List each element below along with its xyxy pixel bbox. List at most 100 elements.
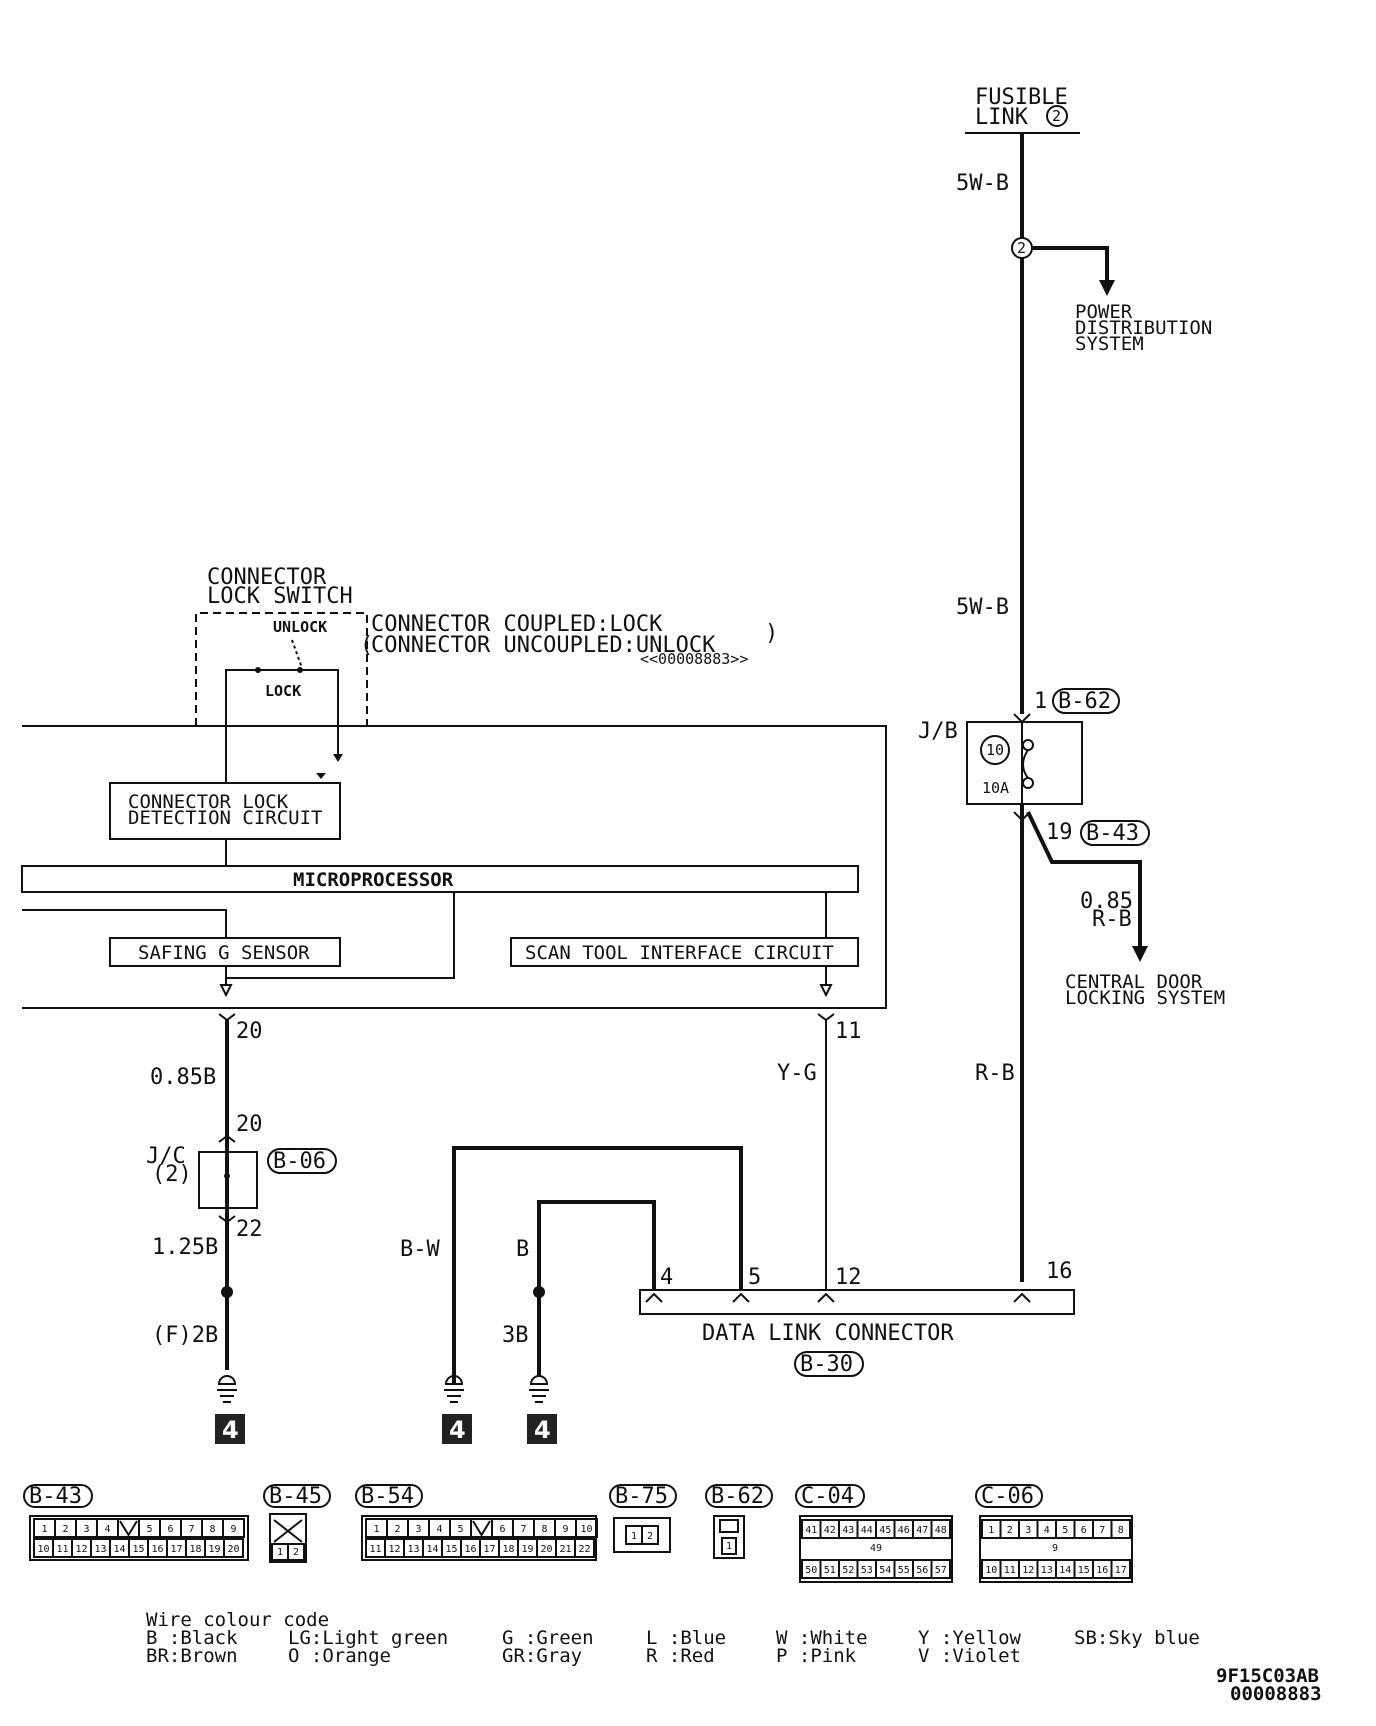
- pin-number: 14: [426, 1544, 438, 1555]
- connector-id-b-43: B-43: [29, 1484, 82, 1509]
- key-notch: [119, 1520, 138, 1537]
- pin-cell: [641, 1525, 659, 1545]
- ground-splice-dot: [221, 1286, 233, 1298]
- pin-number: 48: [935, 1525, 947, 1536]
- dlc-pin-16: 16: [1046, 1259, 1073, 1284]
- wire-f-2b: (F)2B: [152, 1323, 218, 1348]
- connector-b-62-pins: 1: [721, 1537, 737, 1555]
- pin-11: 11: [835, 1019, 862, 1044]
- pin-number: 19: [521, 1544, 533, 1555]
- jb-pin-in-marker: [1013, 713, 1031, 724]
- fusible-link-label-2: LINK: [975, 105, 1029, 130]
- pin-cell: [1110, 1519, 1131, 1539]
- dlc-conn-badge: [794, 1351, 864, 1377]
- scan-tool-box: [510, 937, 859, 967]
- pin-number: 12: [388, 1544, 400, 1555]
- fuse-terminal-bottom: [1022, 777, 1034, 789]
- pin-number: 13: [94, 1544, 106, 1555]
- data-link-section: 11 Y-G B-W B 3B 4 5 12 16 DATA LINK CONN…: [400, 1013, 1075, 1444]
- unlock-label: UNLOCK: [273, 618, 327, 636]
- connector-id-c-04: C-04: [801, 1484, 854, 1509]
- jb-conn-in-badge: [1052, 688, 1120, 714]
- wire-1-25b: 1.25B: [152, 1235, 218, 1260]
- legend-blue: L :Blue: [646, 1627, 726, 1649]
- wire-label-5w-b-mid: 5W-B: [956, 595, 1009, 620]
- pin-number: 9: [230, 1524, 236, 1535]
- junction-block-section: 1 B-62 J/B 10 10A 19 B-43 0.85 R-B CENTR…: [918, 688, 1225, 1282]
- lock-switch-arrow: [333, 754, 343, 762]
- pin-number: 15: [1078, 1565, 1090, 1576]
- connector-b-43-body: [29, 1515, 249, 1561]
- pin-number: 11: [1004, 1565, 1016, 1576]
- pin-number: 3: [1025, 1525, 1031, 1536]
- pin-number: 1: [631, 1531, 637, 1542]
- pin-number: 8: [1118, 1525, 1124, 1536]
- pin-number: 17: [170, 1544, 182, 1555]
- pin-number: 2: [62, 1524, 68, 1535]
- pin-number: 12: [75, 1544, 87, 1555]
- wire-colour-legend: Wire colour code B :Black LG:Light green…: [146, 1609, 1200, 1667]
- pin-number: 53: [861, 1565, 873, 1576]
- pin-11-marker: [817, 1013, 835, 1022]
- pin-cell: [222, 1518, 245, 1538]
- fuse-element: [1022, 749, 1029, 779]
- scan-tool-label: SCAN TOOL INTERFACE CIRCUIT: [525, 942, 834, 964]
- power-supply-section: FUSIBLE LINK 2 5W-B 2 POWER DISTRIBUTION…: [956, 85, 1212, 714]
- microprocessor-box: [21, 865, 859, 893]
- pin-number: 9: [562, 1524, 568, 1535]
- dlc-pin-5-marker: [732, 1292, 750, 1303]
- legend-red: R :Red: [646, 1645, 715, 1667]
- pin-number: 13: [407, 1544, 419, 1555]
- ground-symbol-mid-a: [444, 1375, 464, 1403]
- jc-label-1: J/C: [146, 1144, 186, 1169]
- jb-pin-in: 1: [1034, 689, 1047, 714]
- dlc-pin-5: 5: [748, 1265, 761, 1290]
- pin-number: 16: [1096, 1565, 1108, 1576]
- coupled-note-paren-left: (: [360, 633, 373, 658]
- ground-symbol-left: [217, 1375, 237, 1403]
- pin-number: 2: [293, 1547, 299, 1558]
- fuse-amperage: 10A: [982, 779, 1009, 797]
- connector-id-b-45: B-45: [269, 1484, 322, 1509]
- lock-switch-unlock-path: [291, 639, 303, 669]
- safing-input-wire: [22, 909, 227, 938]
- central-door-label-1: CENTRAL DOOR: [1065, 971, 1203, 993]
- pin-number: 1: [726, 1541, 732, 1552]
- srs-unit-outline: [22, 725, 887, 1009]
- pin-cell: [930, 1519, 951, 1539]
- legend-title: Wire colour code: [146, 1609, 329, 1631]
- legend-brown: BR:Brown: [146, 1645, 238, 1667]
- legend-gray: GR:Gray: [502, 1645, 582, 1667]
- pin-number: 11: [369, 1544, 381, 1555]
- pin-cell: [575, 1518, 598, 1538]
- wire-y-g: Y-G: [777, 1061, 817, 1086]
- jc-conn: B-06: [273, 1149, 326, 1174]
- b-wire: [537, 1200, 656, 1290]
- footer-code-1: 9F15C03AB: [1216, 1665, 1319, 1687]
- pin-number: 14: [1059, 1565, 1071, 1576]
- power-distribution-label-1: POWER: [1075, 301, 1133, 323]
- pin-22: 22: [236, 1217, 263, 1242]
- pin-number: 46: [898, 1525, 910, 1536]
- coupled-note-2: CONNECTOR UNCOUPLED:UNLOCK: [371, 633, 716, 658]
- lock-switch-wire-right: [300, 669, 339, 756]
- lock-switch-dashed-outline: [195, 612, 368, 726]
- pin-number: 42: [824, 1525, 836, 1536]
- microprocessor-label: MICROPROCESSOR: [293, 869, 454, 891]
- jb-label: J/B: [918, 719, 958, 744]
- data-link-connector-box: [639, 1289, 1075, 1315]
- legend-orange: O :Orange: [288, 1645, 391, 1667]
- connector-id-c-06: C-06: [981, 1484, 1034, 1509]
- pin-number: 50: [805, 1565, 817, 1576]
- ground-point-mid-b: 4: [534, 1416, 551, 1444]
- pin-number: 17: [483, 1544, 495, 1555]
- safing-output-arrow: [219, 984, 233, 998]
- key-notch: [472, 1520, 491, 1537]
- connector-b-45-body: [269, 1513, 307, 1563]
- dlc-pin-4: 4: [660, 1265, 673, 1290]
